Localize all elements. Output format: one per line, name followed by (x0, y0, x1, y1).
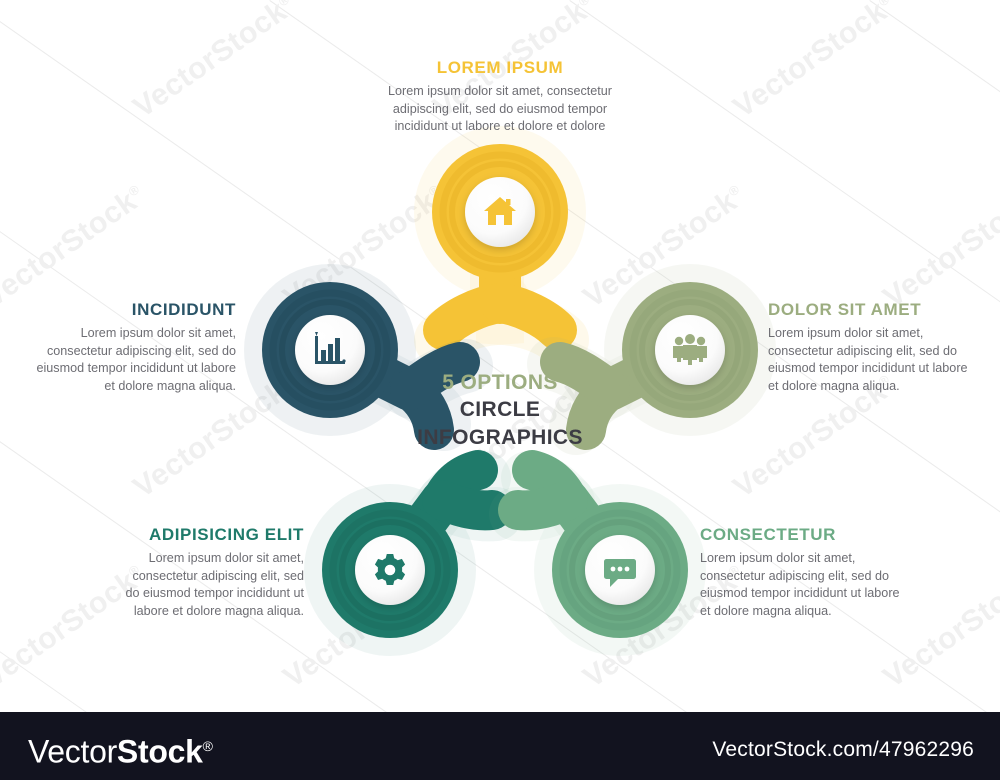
option-text-bottom-left: ADIPISICING ELIT Lorem ipsum dolor sit a… (122, 525, 304, 620)
segment-bottom-left-deep-green (304, 450, 523, 656)
option-body-bottom-left: Lorem ipsum dolor sit amet, consectetur … (125, 551, 304, 618)
option-title-left: INCIDIDUNT (131, 300, 236, 319)
segment-bottom-right-medium-green (489, 450, 706, 656)
option-body-bottom-right: Lorem ipsum dolor sit amet, consectetur … (700, 551, 900, 618)
option-text-bottom-right: CONSECTETUR Lorem ipsum dolor sit amet, … (700, 525, 900, 620)
logo-text-bold: Stock (116, 733, 203, 770)
center-label-line2: CIRCLE (459, 398, 541, 421)
center-label-line3: INFOGRAPHICS (417, 426, 583, 449)
logo-text-light: Vector (28, 733, 117, 770)
people-group-icon (673, 334, 707, 365)
option-body-right: Lorem ipsum dolor sit amet, consectetur … (768, 326, 968, 393)
segment-top-yellow (414, 126, 589, 367)
center-label: 5 OPTIONS CIRCLE INFOGRAPHICS (383, 370, 617, 452)
option-title-bottom-left: ADIPISICING ELIT (148, 525, 304, 544)
stock-footer-bar: VectorStock® VectorStock.com/47962296 (0, 712, 1000, 780)
option-text-top: LOREM IPSUM Lorem ipsum dolor sit amet, … (366, 58, 634, 136)
option-body-top: Lorem ipsum dolor sit amet, consectetur … (388, 84, 612, 133)
option-title-bottom-right: CONSECTETUR (700, 525, 836, 544)
option-title-right: DOLOR SIT AMET (768, 300, 922, 319)
option-text-left: INCIDIDUNT Lorem ipsum dolor sit amet, c… (36, 300, 236, 395)
center-label-line1: 5 OPTIONS (442, 371, 558, 394)
stock-url-text: VectorStock.com/47962296 (712, 738, 974, 761)
option-title-top: LOREM IPSUM (436, 58, 564, 77)
option-text-right: DOLOR SIT AMET Lorem ipsum dolor sit ame… (768, 300, 973, 395)
vectorstock-logo: VectorStock® (28, 729, 213, 769)
registered-mark-icon: ® (202, 738, 213, 754)
option-body-left: Lorem ipsum dolor sit amet, consectetur … (36, 326, 236, 393)
